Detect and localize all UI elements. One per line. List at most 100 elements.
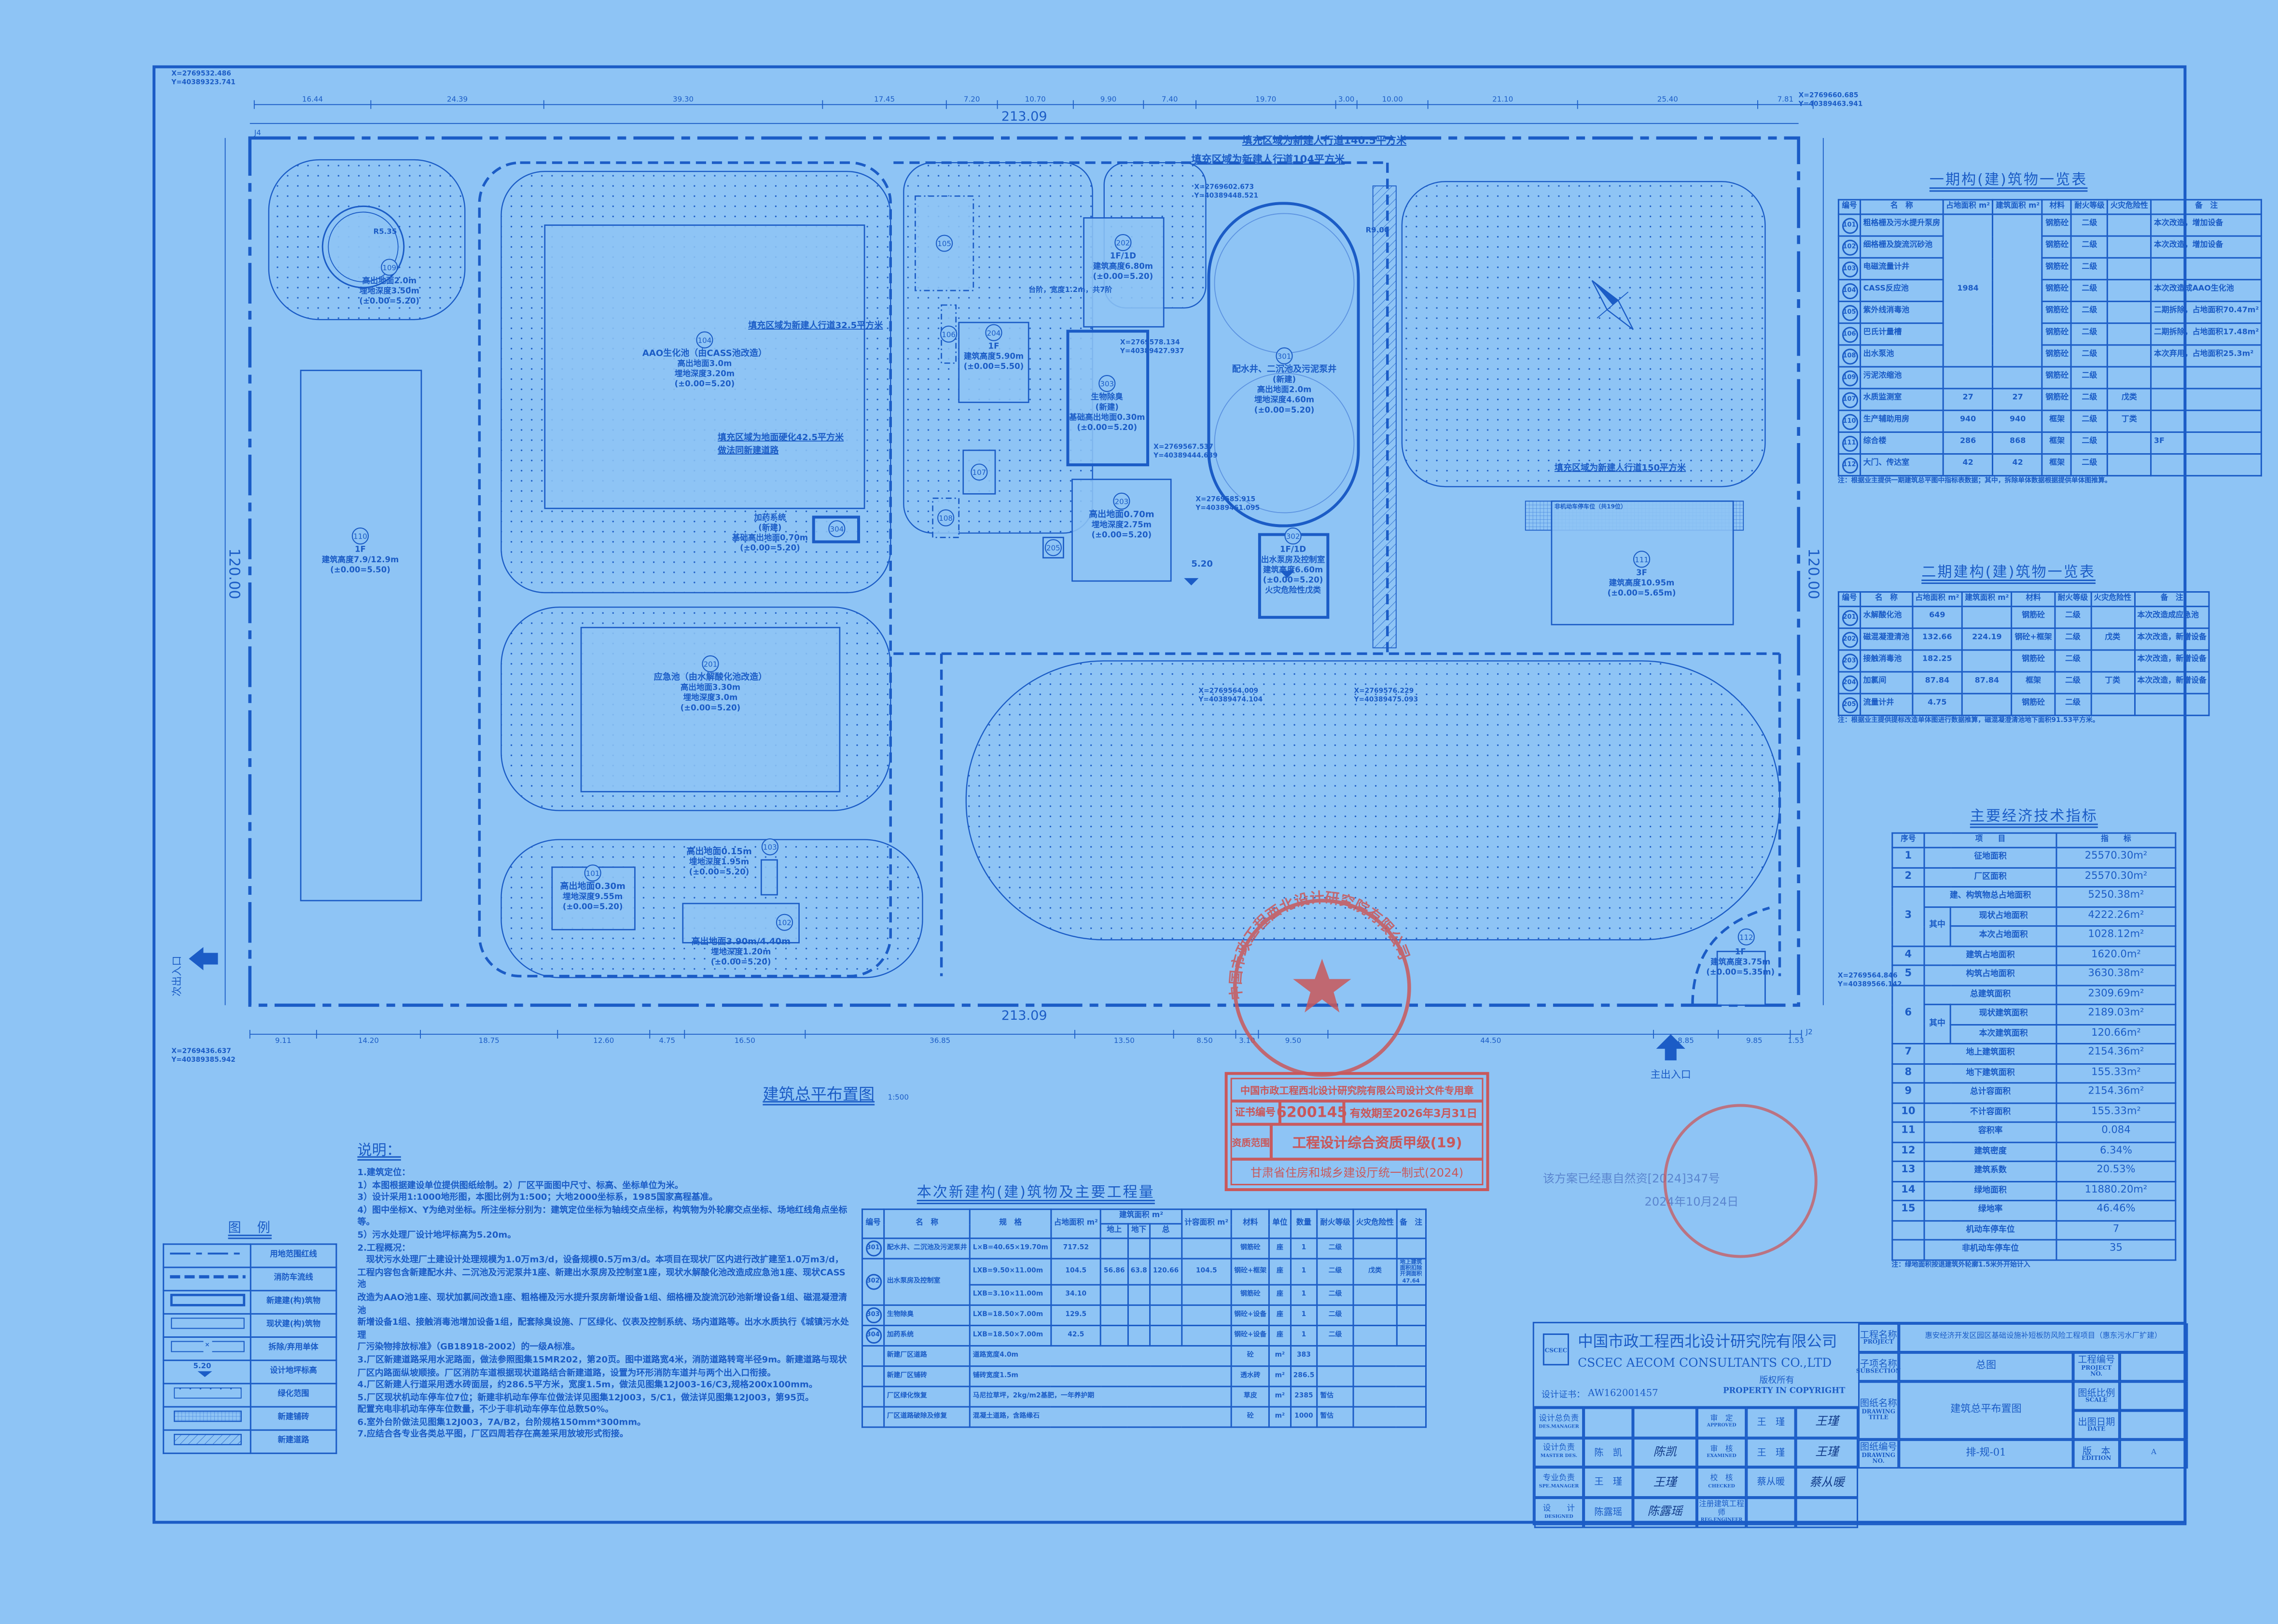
check-label-en: EXAMINED bbox=[1707, 1453, 1736, 1459]
column-header: 项 目 bbox=[1923, 832, 2057, 848]
column-header: 名 称 bbox=[883, 1208, 971, 1239]
dimension-label: 8.50 bbox=[1196, 1036, 1213, 1045]
structure-105[interactable]: 105 bbox=[915, 195, 974, 291]
dimension-label: 9.50 bbox=[1285, 1036, 1302, 1045]
note-line: 5）污水处理厂设计地坪标高为5.20m。 bbox=[357, 1230, 516, 1241]
cell-name: 水质监测室 bbox=[1860, 388, 1944, 411]
check-label-en: APPROVED bbox=[1707, 1422, 1736, 1429]
structure-number: 302 bbox=[1286, 532, 1300, 541]
cell-name: 流量计井 bbox=[1860, 693, 1913, 716]
column-header: 材料 bbox=[1230, 1208, 1270, 1239]
cell-value: 3630.38m² bbox=[2056, 964, 2177, 986]
cell-note bbox=[1396, 1324, 1426, 1346]
column-header: 材料 bbox=[2011, 591, 2056, 608]
cell-name: 电磁流量计井 bbox=[1860, 257, 1944, 280]
check-signature: 蔡从暖 bbox=[1795, 1468, 1859, 1498]
cell-fire: 二级 bbox=[2070, 388, 2109, 411]
cell-risk: 戊类 bbox=[2107, 388, 2152, 411]
field-label-cn: 版 本 bbox=[2082, 1444, 2111, 1457]
structure-label: (±0.00=5.20) bbox=[689, 867, 750, 876]
dimension-label: 25.40 bbox=[1657, 95, 1678, 104]
role-label-en: DES.MANAGER bbox=[1539, 1423, 1579, 1429]
cell-spec: 马尼拉草坪，2kg/m2基肥，一年养护期 bbox=[969, 1385, 1232, 1407]
cell-value: 2189.03m² bbox=[2056, 1003, 2177, 1025]
structure-201[interactable]: 201应急池（由水解酸化池改造）高出地面3.30m埋地深度3.0m(±0.00=… bbox=[580, 626, 841, 792]
structure-205[interactable]: 205 bbox=[1042, 537, 1064, 559]
coord-x: X=2769567.537 bbox=[1153, 443, 1213, 451]
cell-mat: 钢筋砼 bbox=[2042, 344, 2072, 368]
structure-number: 303 bbox=[1100, 380, 1114, 389]
structure-301[interactable]: 301配水井、二沉池及污泥泵井(新建)高出地面2.0m埋地深度4.60m(±0.… bbox=[1207, 202, 1360, 527]
column-header: 地下 bbox=[1127, 1223, 1151, 1239]
notes-title: 说明： bbox=[357, 1143, 401, 1159]
structure-label: 高出地面0.15m bbox=[686, 846, 752, 857]
cell-no: 15 bbox=[1891, 1200, 1925, 1221]
cell-item: 现状建筑面积 bbox=[1949, 1003, 2057, 1025]
cell-risk bbox=[1352, 1283, 1398, 1305]
company-name-cn: 中国市政工程西北设计研究院有限公司 bbox=[1578, 1333, 1837, 1351]
structure-number-badge bbox=[940, 325, 958, 343]
note-line: 1.建筑定位： bbox=[357, 1167, 411, 1178]
structure-107[interactable]: 107 bbox=[962, 449, 996, 495]
column-header: 建筑面积 m² bbox=[1100, 1208, 1182, 1225]
cell-mat: 钢筋砼 bbox=[2011, 606, 2056, 629]
field-label-en: PROJECT NO. bbox=[2081, 1364, 2112, 1378]
cell-mat: 钢筋砼 bbox=[2011, 693, 2056, 716]
structure-label: 3F bbox=[1636, 568, 1647, 577]
coord-y: Y=40389461.095 bbox=[1195, 504, 1260, 512]
structure-104[interactable]: 104AAO生化池（由CASS池改造）高出地面3.0m埋地深度3.20m(±0.… bbox=[544, 224, 865, 509]
cell-note bbox=[1316, 1365, 1354, 1387]
field-value-text: 惠安经济开发区园区基础设施补短板防风险工程项目（惠东污水厂扩建） bbox=[1925, 1332, 2162, 1342]
cell-mat: 钢筋砼 bbox=[2042, 257, 2072, 280]
cell-floor bbox=[1992, 366, 2043, 389]
structure-number: 104 bbox=[698, 336, 712, 345]
cell-down: 63.8 bbox=[1127, 1258, 1151, 1285]
structure-108[interactable]: 108 bbox=[932, 498, 960, 538]
cell-mat: 钢筋砼 bbox=[2042, 366, 2072, 389]
cell-name: 综合楼 bbox=[1860, 431, 1944, 455]
structure-106[interactable]: 106 bbox=[940, 304, 958, 364]
cell-total: 120.66 bbox=[1149, 1258, 1182, 1285]
structure-label: 建筑高度7.9/12.9m bbox=[322, 555, 399, 564]
seal-row1: 中国市政工程西北设计研究院有限公司设计文件专用章 bbox=[1230, 1078, 1484, 1101]
coord-y: Y=40389385.942 bbox=[171, 1056, 236, 1064]
cell-mat: 砼 bbox=[1230, 1345, 1270, 1367]
plan-annotation: 填充区域为新建人行道104平方米 bbox=[1191, 153, 1345, 165]
fire-lane bbox=[893, 161, 1781, 976]
check-label-en: REG.ENGINEER bbox=[1700, 1516, 1743, 1523]
cell-note: 3F bbox=[2150, 431, 2263, 455]
cell-item: 建筑系数 bbox=[1923, 1160, 2057, 1182]
cell-note: 本次改造，增加设备 bbox=[2150, 235, 2263, 259]
legend-row: 新建道路 bbox=[163, 1429, 337, 1454]
number-badge: 109 bbox=[1841, 369, 1858, 386]
sheet-frame bbox=[153, 65, 2187, 1524]
dimension-label: 13.50 bbox=[1114, 1036, 1135, 1045]
cell-value: 2309.69m² bbox=[2056, 984, 2177, 1005]
structure-302[interactable]: 3021F/1D出水泵房及控制室建筑高度6.60m(±0.00=5.20)火灾危… bbox=[1258, 527, 1330, 619]
cell-value: 46.46% bbox=[2056, 1200, 2177, 1221]
